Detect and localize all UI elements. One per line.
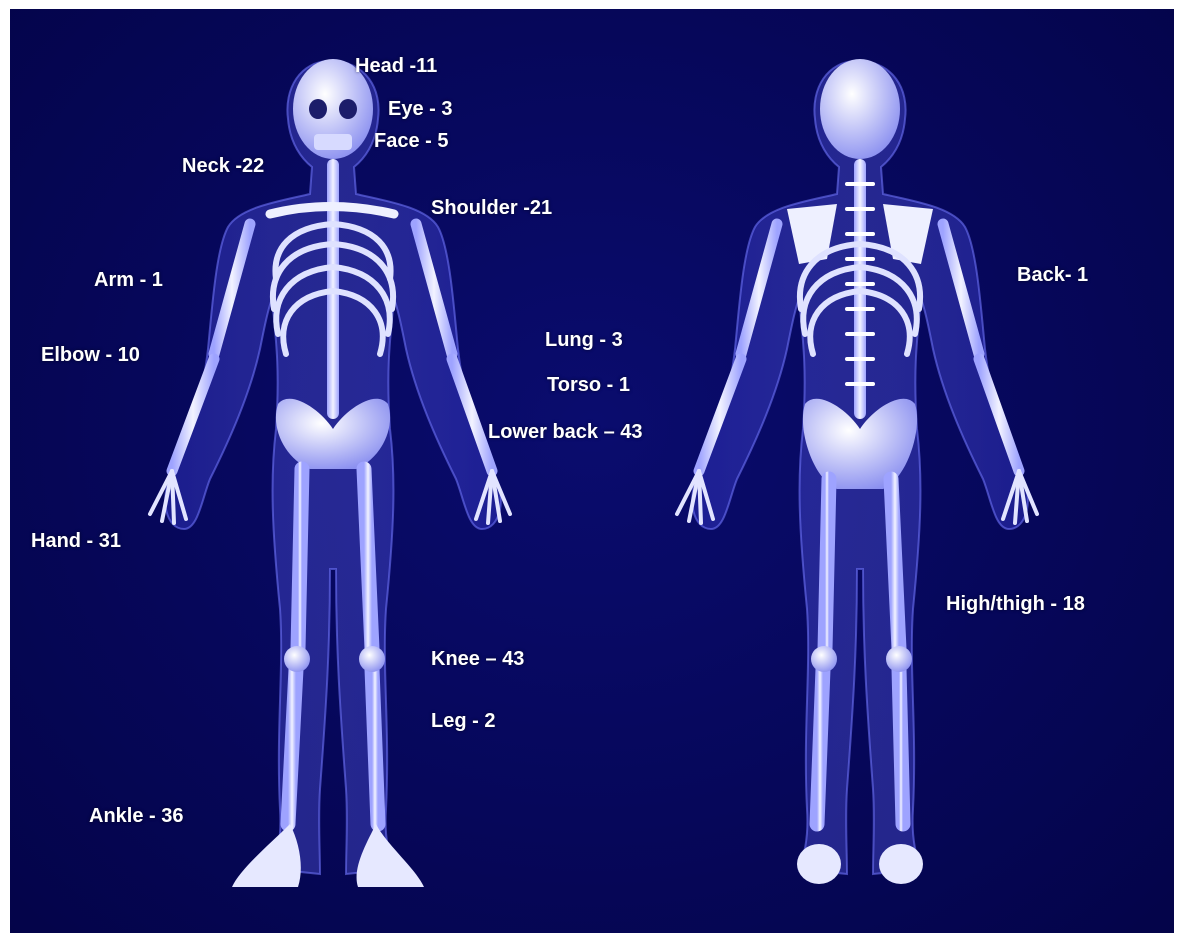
label-eye: Eye - 3 xyxy=(388,99,452,119)
label-ankle: Ankle - 36 xyxy=(89,806,183,826)
label-back: Back- 1 xyxy=(1017,265,1088,285)
diagram-canvas: Head -11 Eye - 3 Face - 5 Neck -22 Shoul… xyxy=(10,9,1174,933)
back-figure xyxy=(677,59,1037,884)
label-lower-back: Lower back – 43 xyxy=(488,422,643,442)
label-arm: Arm - 1 xyxy=(94,270,163,290)
label-head: Head -11 xyxy=(355,56,437,76)
label-neck: Neck -22 xyxy=(182,156,264,176)
label-torso: Torso - 1 xyxy=(547,375,630,395)
front-figure xyxy=(150,59,510,887)
label-thigh: High/thigh - 18 xyxy=(946,594,1085,614)
label-elbow: Elbow - 10 xyxy=(41,345,140,365)
label-lung: Lung - 3 xyxy=(545,330,623,350)
label-knee: Knee – 43 xyxy=(431,649,524,669)
skeleton-figures xyxy=(10,9,1174,933)
label-hand: Hand - 31 xyxy=(31,531,121,551)
label-shoulder: Shoulder -21 xyxy=(431,198,552,218)
label-face: Face - 5 xyxy=(374,131,448,151)
label-leg: Leg - 2 xyxy=(431,711,495,731)
